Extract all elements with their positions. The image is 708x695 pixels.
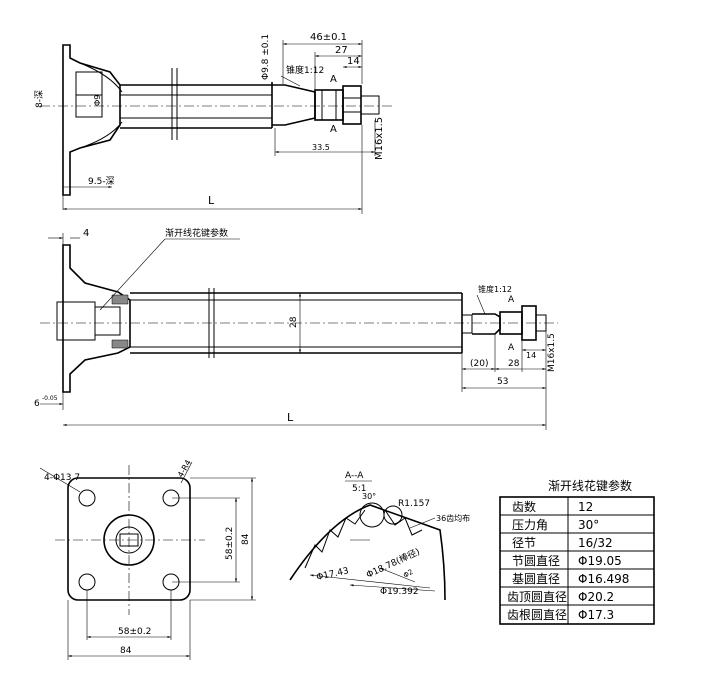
dim-14: 14 <box>347 56 360 67</box>
table-value-4: Φ16.498 <box>578 572 629 586</box>
teeth-note: 36齿均布 <box>436 513 470 523</box>
angle-30: 30° <box>362 492 376 501</box>
dim-horz-58: 58±0.2 <box>118 627 151 637</box>
table-value-5: Φ20.2 <box>578 590 614 604</box>
dim-radius: R1.157 <box>398 499 430 509</box>
section-a-bot-1: A <box>330 124 337 135</box>
dim-28b: 28 <box>508 359 520 369</box>
dim-6: 6 <box>34 399 40 409</box>
dim-53: 53 <box>497 377 508 387</box>
taper-note-2: 锥度1:12 <box>478 284 512 294</box>
table-label-5: 齿顶圆直径 <box>507 590 567 604</box>
taper-note-1: 锥度1:12 <box>286 64 324 76</box>
middle-shaft-view: 4 渐开线花键参数 28 锥度1:12 A A M16x1.5 <box>34 227 558 430</box>
holes-note: 4-Φ13.7 <box>44 473 80 483</box>
dim-27: 27 <box>335 45 348 56</box>
table-value-0: 12 <box>578 500 593 514</box>
dim-4: 4 <box>83 228 89 239</box>
section-aa-view: A--A 5:1 30° R1.157 36齿均布 Φ17.43 Φ18.78(… <box>289 471 470 601</box>
dim-flange-1: 9.5-深 <box>88 176 115 187</box>
dim-28: 28 <box>289 316 299 328</box>
table-value-2: 16/32 <box>578 536 613 550</box>
dim-46: 46±0.1 <box>310 32 347 43</box>
dim-20: (20) <box>470 359 488 369</box>
dim-33: 33.5 <box>312 143 330 152</box>
table-title: 渐开线花键参数 <box>548 478 632 493</box>
spline-note: 渐开线花键参数 <box>165 227 228 239</box>
table-label-6: 齿根圆直径 <box>507 608 567 622</box>
dim-L-1: L <box>208 194 215 207</box>
section-a-top-2: A <box>508 295 515 305</box>
dim-vert-84: 84 <box>241 533 251 545</box>
table-label-2: 径节 <box>512 536 536 550</box>
table-label-1: 压力角 <box>512 518 548 532</box>
section-a-bot-2: A <box>508 343 515 353</box>
dim-inner: Φ9 <box>93 95 102 106</box>
dim-horz-84: 84 <box>120 646 132 656</box>
table-value-1: 30° <box>578 518 599 532</box>
table-label-3: 节圆直径 <box>512 554 560 568</box>
dim-6-tol: -0.05 <box>42 395 58 402</box>
section-scale: 5:1 <box>352 484 366 494</box>
dim-L-2: L <box>287 411 294 424</box>
table-label-0: 齿数 <box>512 499 536 514</box>
table-value-6: Φ17.3 <box>578 608 614 622</box>
top-shaft-view: 46±0.1 27 14 Φ9.8 ±0.1 锥度1:12 A A 8-深 Φ9… <box>34 32 392 214</box>
dim-14-2: 14 <box>526 351 536 360</box>
section-a-top-1: A <box>330 74 337 85</box>
dim-thread-1: M16x1.5 <box>374 117 385 160</box>
dim-thread-2: M16x1.5 <box>547 333 557 372</box>
spline-parameter-table: 渐开线花键参数 齿数 12 压力角 30° 径节 16/32 节圆直径 Φ19.… <box>499 478 655 625</box>
dim-19: Φ19.392 <box>380 587 419 597</box>
dim-2: Φ2 <box>402 568 415 580</box>
table-label-4: 基圆直径 <box>512 572 560 586</box>
table-value-3: Φ19.05 <box>578 554 622 568</box>
dim-bore: Φ9.8 ±0.1 <box>261 34 271 80</box>
flange-plate-view: 4-Φ13.7 4-R4 58±0.2 84 58±0.2 84 <box>39 458 256 660</box>
section-title: A--A <box>345 471 364 481</box>
dim-side-left: 8-深 <box>34 90 45 108</box>
dim-vert-58: 58±0.2 <box>225 527 235 560</box>
dim-17: Φ17.43 <box>316 566 350 583</box>
corner-note: 4-R4 <box>176 458 193 479</box>
